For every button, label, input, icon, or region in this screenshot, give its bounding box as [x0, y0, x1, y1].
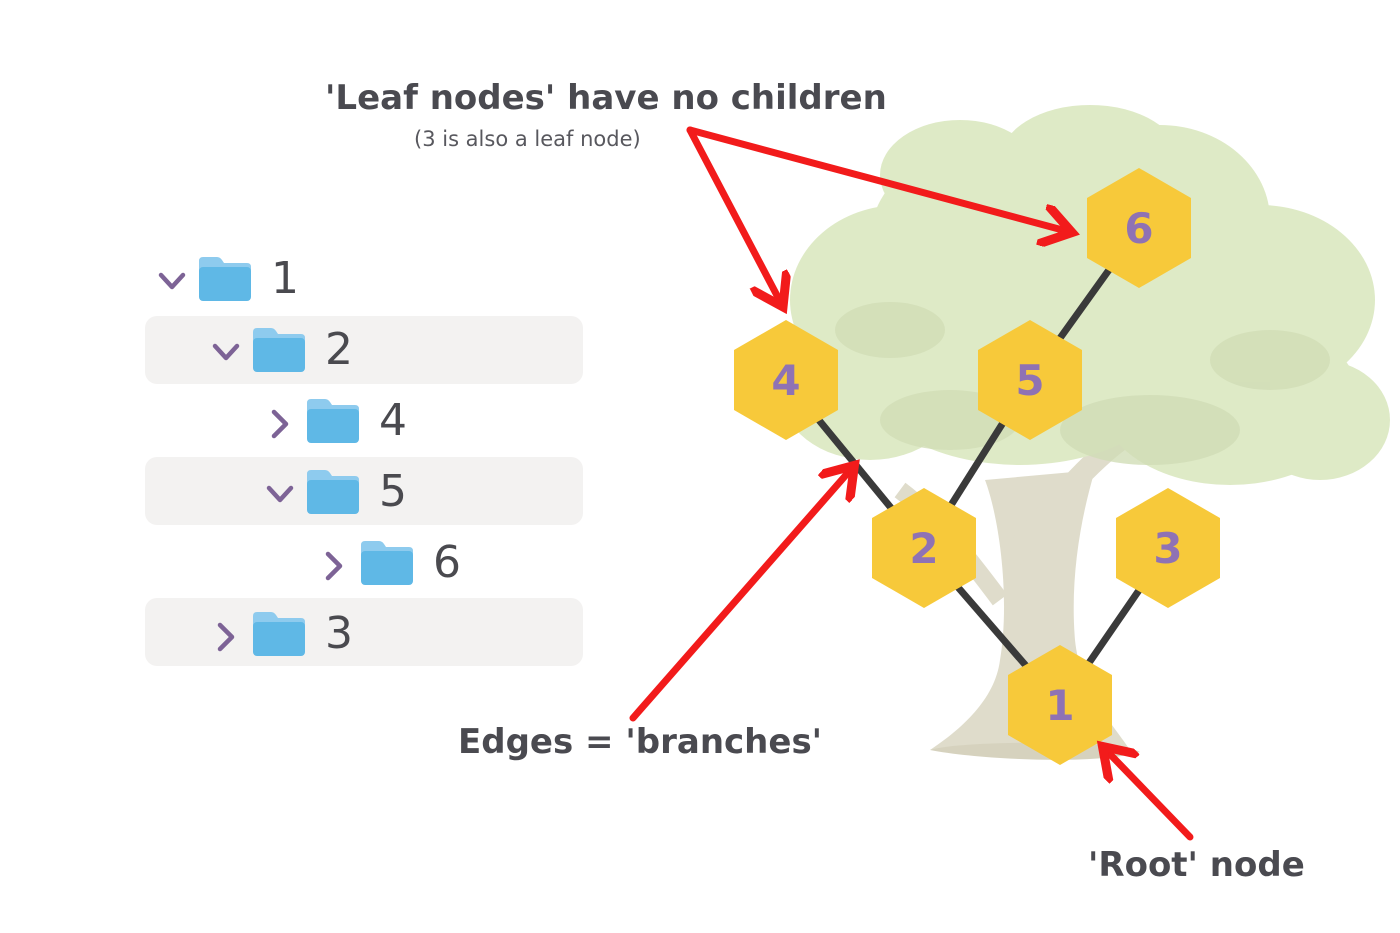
- chevron-down-icon[interactable]: [209, 336, 243, 372]
- arrow-icon: [1104, 748, 1194, 841]
- node-4: 4: [734, 320, 838, 440]
- node-label: 3: [1153, 524, 1182, 573]
- folder-label: 2: [325, 324, 353, 375]
- node-label: 6: [1124, 204, 1153, 253]
- node-label: 1: [1045, 681, 1074, 730]
- folder-row-1[interactable]: 1: [155, 253, 355, 315]
- hexagon-node-shape: [978, 320, 1082, 440]
- node-2: 2: [872, 488, 976, 608]
- folder-icon: [307, 399, 359, 443]
- node-label: 5: [1015, 356, 1044, 405]
- node-6: 6: [1087, 168, 1191, 288]
- folder-label: 3: [325, 608, 353, 659]
- tree-row-band: [145, 598, 583, 666]
- folder-label: 1: [271, 253, 299, 304]
- arrow-icon: [686, 126, 1070, 232]
- node-label: 4: [771, 356, 800, 405]
- node-3: 3: [1116, 488, 1220, 608]
- arrow-icon: [629, 467, 853, 722]
- folder-label: 6: [433, 537, 461, 588]
- leaf-nodes-note: (3 is also a leaf node): [414, 127, 641, 151]
- arrow-icon: [686, 126, 782, 305]
- folder-row-3[interactable]: 3: [209, 608, 409, 670]
- folder-row-6[interactable]: 6: [317, 537, 517, 599]
- hexagon-node-shape: [872, 488, 976, 608]
- hexagon-node-shape: [734, 320, 838, 440]
- folder-row-5[interactable]: 5: [263, 466, 463, 528]
- chevron-right-icon[interactable]: [317, 549, 351, 585]
- chevron-right-icon[interactable]: [209, 620, 243, 656]
- node-label: 2: [909, 524, 938, 573]
- node-5: 5: [978, 320, 1082, 440]
- tree-row-band: [145, 457, 583, 525]
- hexagon-node-shape: [1008, 645, 1112, 765]
- folder-icon: [361, 541, 413, 585]
- node-1: 1: [1008, 645, 1112, 765]
- edges-caption: Edges = 'branches': [458, 722, 823, 762]
- folder-icon: [307, 470, 359, 514]
- chevron-down-icon[interactable]: [155, 265, 189, 301]
- hexagon-node-shape: [1116, 488, 1220, 608]
- folder-icon: [199, 257, 251, 301]
- folder-icon: [253, 328, 305, 372]
- folder-icon: [253, 612, 305, 656]
- leaf-nodes-caption: 'Leaf nodes' have no children: [325, 78, 887, 118]
- folder-row-4[interactable]: 4: [263, 395, 463, 457]
- folder-label: 5: [379, 466, 407, 517]
- folder-label: 4: [379, 395, 407, 446]
- hexagon-node-shape: [1087, 168, 1191, 288]
- chevron-down-icon[interactable]: [263, 478, 297, 514]
- folder-row-2[interactable]: 2: [209, 324, 409, 386]
- root-node-caption: 'Root' node: [1088, 845, 1305, 885]
- chevron-right-icon[interactable]: [263, 407, 297, 443]
